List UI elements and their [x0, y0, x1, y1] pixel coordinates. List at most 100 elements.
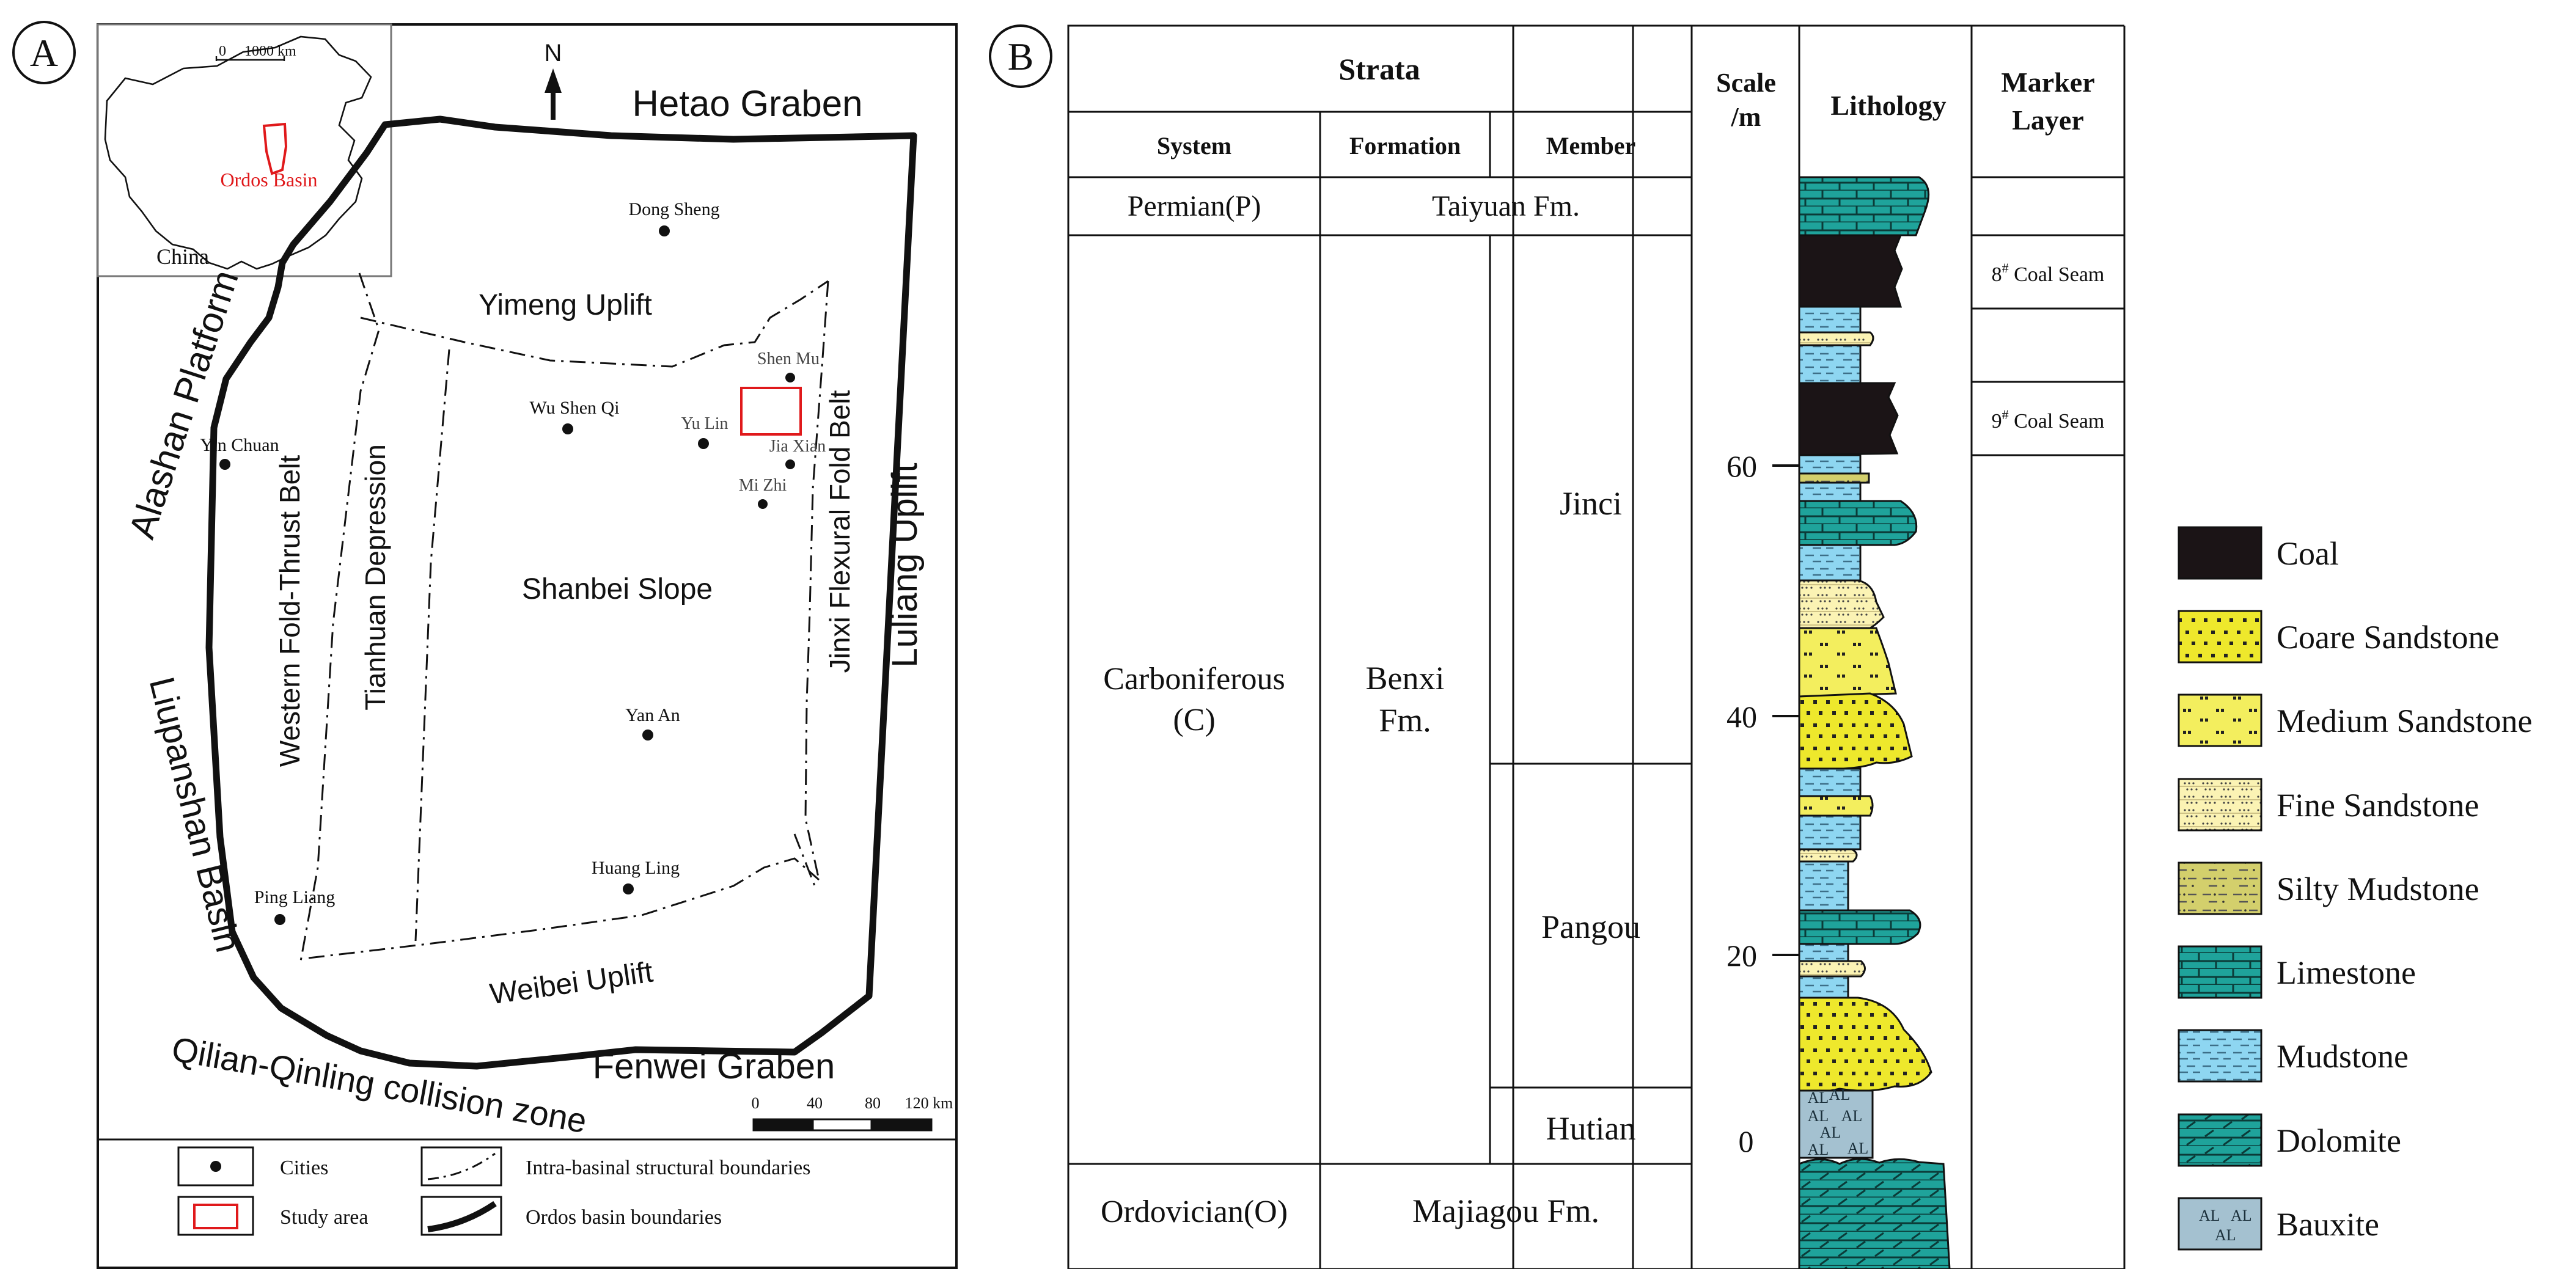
litho-coal-8: [1798, 234, 1903, 308]
bauxite-symbols: AL AL AL AL AL AL AL: [1808, 1086, 1869, 1158]
litho-coarse-1: [1798, 692, 1913, 770]
panel-a: A 0 1000 km Ordos Basin China N: [12, 21, 958, 1269]
litho-mudstone-8: [1798, 860, 1849, 912]
legend-label-dolomite: Dolomite: [2277, 1122, 2401, 1159]
city-dot-yu-lin: [698, 438, 709, 449]
region-liupanshan: Liupanshan Basin: [142, 673, 249, 956]
region-alashan: Alashan Platform: [121, 265, 246, 543]
litho-medium-2: [1798, 795, 1874, 817]
strata-table-grid: [1067, 24, 2126, 1269]
legend-basin-box: [420, 1196, 502, 1236]
header-system: System: [1157, 132, 1231, 159]
svg-text:AL: AL: [2199, 1207, 2220, 1224]
map-frame: [97, 23, 958, 1269]
litho-silty-1: [1798, 472, 1870, 484]
row-carboniferous: Carboniferous: [1103, 662, 1285, 697]
north-label: N: [545, 40, 562, 67]
lithology-column: [1798, 176, 1951, 1269]
marker-layers: 8# Coal Seam 9# Coal Seam: [1992, 260, 2105, 433]
header-scale-2: /m: [1731, 102, 1761, 132]
legend-structural-symbol: [427, 1152, 496, 1180]
litho-fine-1: [1798, 331, 1874, 346]
panel-a-label: A: [30, 31, 58, 75]
litho-mudstone-2: [1798, 344, 1862, 384]
map-legend: Cities Study area Intra-basinal structur…: [177, 1146, 810, 1236]
legend-basin-label: Ordos basin boundaries: [526, 1206, 722, 1229]
header-member: Member: [1546, 132, 1636, 159]
boundary-western-belt: [299, 272, 380, 962]
litho-limestone-2: [1798, 500, 1918, 546]
legend-label-silty: Silty Mudstone: [2277, 871, 2479, 907]
row-benxi-fm: Fm.: [1379, 702, 1431, 739]
scale-tick-label-40: 40: [1727, 700, 1757, 734]
svg-text:AL: AL: [1829, 1086, 1851, 1103]
header-scale-1: Scale: [1716, 68, 1776, 98]
lithology-legend: AL AL AL Coal Coare Sandstone Medium San…: [2178, 526, 2532, 1251]
svg-text:AL: AL: [1820, 1124, 1841, 1141]
region-weibei: Weibei Uplift: [488, 956, 655, 1011]
study-area-box: [740, 387, 802, 436]
city-huang-ling: Huang Ling: [592, 858, 680, 878]
legend-city-dot: [210, 1161, 221, 1172]
legend-label-coal: Coal: [2277, 535, 2339, 572]
legend-structural-label: Intra-basinal structural boundaries: [526, 1157, 810, 1179]
city-dong-sheng: Dong Sheng: [628, 199, 719, 219]
city-dot-dong-sheng: [659, 225, 670, 236]
header-formation: Formation: [1349, 132, 1461, 159]
city-yu-lin: Yu Lin: [681, 414, 728, 433]
legend-structural-box: [420, 1146, 502, 1187]
strata-rows: Permian(P) Taiyuan Fm. Carboniferous (C)…: [1101, 190, 1640, 1229]
city-ping-liang: Ping Liang: [254, 887, 336, 907]
svg-text:AL: AL: [1808, 1089, 1829, 1106]
header-marker-2: Layer: [2012, 104, 2084, 136]
legend-swatch-bauxite: [2178, 1197, 2262, 1251]
svg-text:AL: AL: [1808, 1107, 1829, 1125]
region-yimeng: Yimeng Uplift: [479, 289, 652, 321]
legend-swatch-dolomite: [2178, 1113, 2262, 1167]
legend-basin-symbol: [427, 1201, 497, 1232]
region-fenwei: Fenwei Graben: [593, 1047, 835, 1086]
legend-swatch-medium: [2178, 693, 2262, 747]
litho-limestone-3: [1798, 909, 1921, 945]
scale-tick-label-60: 60: [1727, 449, 1757, 483]
city-yan-an: Yan An: [625, 705, 680, 725]
legend-label-mudstone: Mudstone: [2277, 1038, 2409, 1075]
scale-axis: 60 40 20 0: [1727, 449, 1799, 1158]
legend-labels: Coal Coare Sandstone Medium Sandstone Fi…: [2277, 535, 2532, 1243]
inset-map: 0 1000 km Ordos Basin China: [97, 23, 392, 277]
member-pangou: Pangou: [1541, 909, 1640, 945]
city-dot-mi-zhi: [758, 499, 768, 509]
svg-text:AL: AL: [1848, 1139, 1869, 1157]
region-qilian: Qilian-Qinling collision zone: [169, 1029, 590, 1140]
row-benxi: Benxi: [1366, 660, 1445, 697]
region-hetao: Hetao Graben: [633, 83, 863, 124]
row-ordovician: Ordovician(O): [1101, 1194, 1288, 1229]
north-arrow-head: [545, 68, 562, 93]
litho-mudstone-5: [1798, 544, 1862, 582]
inset-scale-label: 1000 km: [244, 43, 296, 59]
row-taiyuan: Taiyuan Fm.: [1432, 190, 1580, 222]
legend-swatch-limestone: [2178, 945, 2262, 999]
boundary-weibei: [308, 857, 820, 959]
litho-mudstone-9: [1798, 943, 1849, 962]
litho-coal-9: [1798, 382, 1899, 456]
row-permian: Permian(P): [1128, 190, 1261, 222]
legend-swatch-mudstone: [2178, 1029, 2262, 1083]
legend-label-fine: Fine Sandstone: [2277, 787, 2479, 824]
litho-dolomite: [1798, 1158, 1951, 1269]
litho-mudstone-6: [1798, 767, 1862, 797]
litho-fine-2: [1798, 579, 1885, 629]
city-dot-wu-shen-qi: [562, 423, 573, 434]
legend-swatch-coal: [2178, 526, 2262, 580]
legend-swatch-coarse: [2178, 610, 2262, 664]
panel-b: B: [989, 24, 2532, 1269]
city-dot-shen-mu: [785, 373, 795, 382]
city-dot-jia-xian: [785, 459, 795, 469]
inset-ordos-outline: [262, 122, 288, 175]
legend-label-limestone: Limestone: [2277, 954, 2416, 991]
member-jinci: Jinci: [1560, 485, 1622, 522]
inset-frame: [97, 23, 392, 277]
strata-headers: Strata System Formation Member Scale /m …: [1157, 52, 2095, 159]
litho-fine-4: [1798, 960, 1866, 978]
